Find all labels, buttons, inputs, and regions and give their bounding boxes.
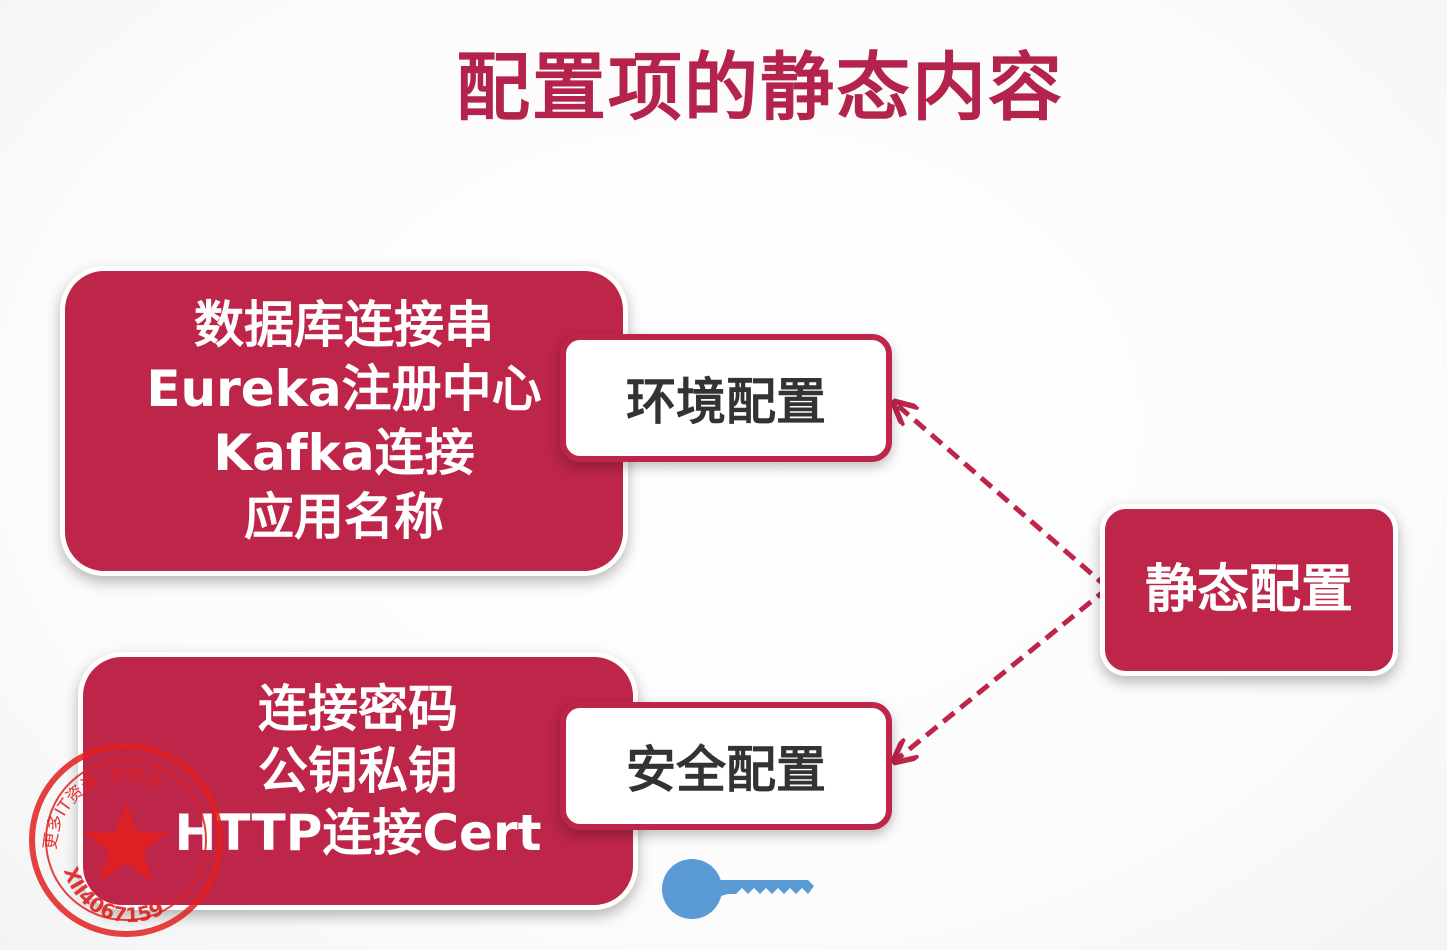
security-detail-item: 连接密码 (258, 680, 458, 738)
security-details-box: 连接密码 公钥私钥 HTTP连接Cert (78, 652, 638, 910)
env-details-box: 数据库连接串 Eureka注册中心 Kafka连接 应用名称 (60, 266, 628, 576)
env-config-box: 环境配置 (560, 334, 892, 462)
env-detail-item: 应用名称 (244, 488, 444, 546)
env-detail-item: Eureka注册中心 (146, 360, 542, 418)
env-config-label: 环境配置 (626, 373, 826, 431)
security-config-label: 安全配置 (626, 741, 826, 799)
watermark-stamp: 更多IT资源, 加微信 XII4067159 (29, 743, 223, 937)
env-detail-item: Kafka连接 (213, 424, 475, 482)
arrow-to-env-config (896, 404, 1110, 590)
security-detail-item: HTTP连接Cert (174, 804, 542, 862)
security-config-box: 安全配置 (560, 702, 892, 830)
security-detail-item: 公钥私钥 (258, 742, 458, 800)
static-config-box: 静态配置 (1100, 504, 1398, 676)
star-icon (83, 802, 169, 882)
arrow-to-security-config (896, 586, 1110, 760)
slide-title: 配置项的静态内容 (456, 45, 1064, 131)
env-detail-item: 数据库连接串 (194, 296, 494, 354)
static-config-label: 静态配置 (1144, 560, 1353, 620)
key-icon (662, 859, 814, 919)
